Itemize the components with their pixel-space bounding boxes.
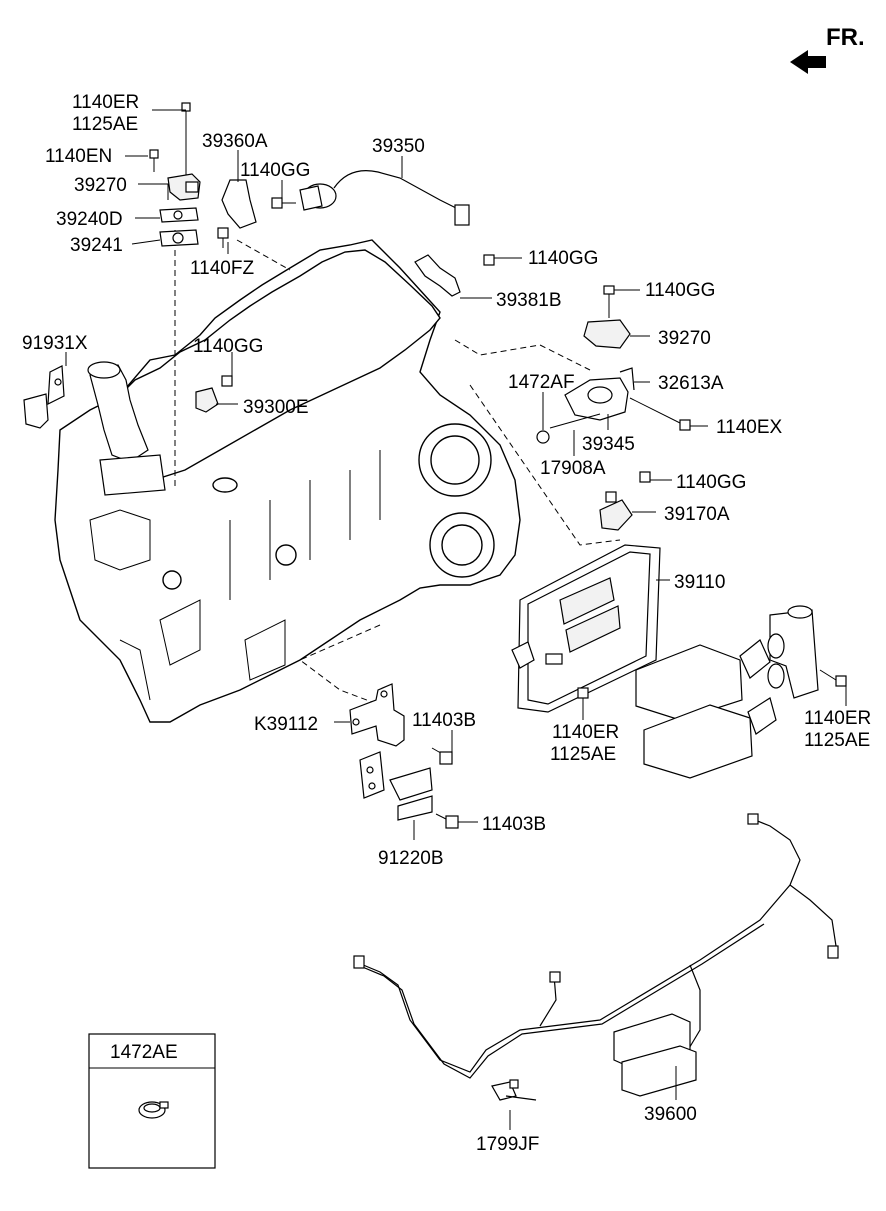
part-label-1140GG: 1140GG (645, 280, 715, 301)
gasket-icon (159, 229, 199, 247)
sensor-mount-icon (549, 367, 635, 429)
part-label-17908A: 17908A (540, 458, 606, 479)
part-label-1125AE: 1125AE (550, 744, 616, 765)
sensor-icon (599, 491, 633, 531)
part-label-39241: 39241 (70, 235, 123, 256)
part-label-1140EN: 1140EN (45, 146, 112, 167)
bracket-icon (414, 254, 461, 297)
sensor-icon (167, 173, 201, 201)
part-label-1140GG: 1140GG (193, 336, 263, 357)
bolt-icon (639, 471, 651, 483)
bolt-icon (483, 254, 495, 266)
part-label-39360A: 39360A (202, 131, 268, 152)
ecu-module-icon (511, 544, 661, 713)
clamp-icon (138, 1101, 169, 1119)
part-label-39270: 39270 (74, 175, 127, 196)
part-label-32613A: 32613A (658, 373, 724, 394)
part-label-11403B: 11403B (482, 814, 546, 835)
bolt-icon (181, 102, 191, 180)
part-label-1140GG: 1140GG (240, 160, 310, 181)
part-label-1140EX: 1140EX (716, 417, 783, 438)
part-label-1125AE: 1125AE (72, 114, 138, 135)
bracket-icon (23, 365, 65, 429)
part-label-91931X: 91931X (22, 333, 88, 354)
part-label-1472AF: 1472AF (508, 372, 575, 393)
sensor-icon (583, 319, 631, 349)
connector-icon (635, 605, 819, 779)
part-label-91220B: 91220B (378, 848, 444, 869)
bolt-icon (149, 149, 159, 172)
part-label-K39112: K39112 (254, 714, 318, 735)
gasket-icon (159, 207, 199, 223)
part-label-1140GG: 1140GG (676, 472, 746, 493)
bolt-icon (271, 197, 296, 209)
front-label: FR. (826, 24, 865, 51)
inset-box (88, 1033, 216, 1169)
part-label-1140ER: 1140ER (804, 708, 871, 729)
bolt-icon (629, 397, 691, 431)
bolt-icon (819, 669, 847, 687)
part-label-1140ER: 1140ER (552, 722, 619, 743)
part-label-1140GG: 1140GG (528, 248, 598, 269)
part-label-1125AE: 1125AE (804, 730, 870, 751)
bolt-icon (217, 227, 229, 248)
inset-title: 1472AE (110, 1042, 178, 1063)
bolt-icon (577, 687, 589, 712)
part-label-39350: 39350 (372, 136, 425, 157)
bracket-icon (349, 683, 405, 799)
front-arrow-icon (790, 50, 826, 74)
part-label-39170A: 39170A (664, 504, 730, 525)
sensor-icon (195, 375, 233, 413)
bolt-icon (435, 813, 459, 829)
part-label-39600: 39600 (644, 1104, 697, 1125)
clip-icon (536, 430, 550, 444)
part-label-39110: 39110 (674, 572, 725, 593)
intake-elbow-icon (87, 361, 166, 496)
sensor-icon (299, 169, 470, 226)
cable-tie-icon (491, 1079, 537, 1101)
engine-block-icon (54, 239, 521, 723)
part-label-1140ER: 1140ER (72, 92, 139, 113)
part-label-39240D: 39240D (56, 209, 123, 230)
bolt-icon (603, 285, 615, 318)
part-label-11403B: 11403B (412, 710, 476, 731)
part-label-39345: 39345 (582, 434, 635, 455)
wiring-harness-icon (353, 813, 839, 1097)
part-label-1799JF: 1799JF (476, 1134, 539, 1155)
part-label-1140FZ: 1140FZ (190, 258, 254, 279)
part-label-39270: 39270 (658, 328, 711, 349)
part-label-39381B: 39381B (496, 290, 562, 311)
bracket-icon (389, 767, 433, 821)
bolt-icon (431, 747, 453, 765)
part-label-39300E: 39300E (243, 397, 309, 418)
